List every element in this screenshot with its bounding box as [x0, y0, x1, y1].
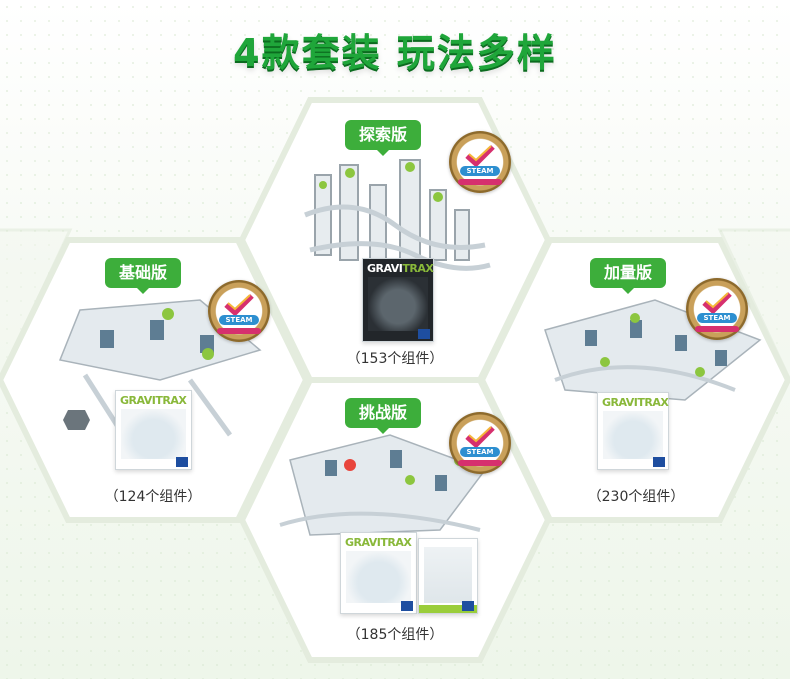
- page-title: 4款套装 玩法多样: [233, 31, 557, 75]
- steam-badge-explore: STEAM: [449, 131, 511, 193]
- marble-run-explore: [295, 155, 495, 280]
- count-extra: （230个组件）: [587, 489, 685, 505]
- steam-label: STEAM: [460, 447, 500, 457]
- box-brand-a: GRAVI: [602, 396, 638, 409]
- box-brand-a: GRAVI: [367, 262, 403, 275]
- label-explore: 探索版: [345, 120, 422, 156]
- steam-badge-basic: STEAM: [208, 280, 270, 342]
- product-box-extra: GRAVITRAX: [597, 392, 669, 470]
- steam-badge-extra: STEAM: [686, 278, 748, 340]
- box-brand-b: TRAX: [155, 394, 187, 407]
- product-box-explore: GRAVITRAX: [362, 258, 434, 342]
- box-brand-a: GRAVI: [120, 394, 156, 407]
- label-extra: 加量版: [590, 258, 667, 294]
- product-box-challenge-addon: [418, 538, 478, 614]
- checkmark-icon: [465, 426, 495, 448]
- box-brand-a: GRAVI: [345, 536, 381, 549]
- steam-badge-challenge: STEAM: [449, 412, 511, 474]
- label-challenge: 挑战版: [345, 398, 422, 434]
- steam-label: STEAM: [460, 166, 500, 176]
- box-brand-b: TRAX: [380, 536, 412, 549]
- box-brand-b: TRAX: [637, 396, 669, 409]
- product-box-challenge: GRAVITRAX: [340, 532, 417, 614]
- count-challenge: （185个组件）: [346, 627, 444, 643]
- count-explore: （153个组件）: [346, 351, 444, 367]
- count-basic: （124个组件）: [104, 489, 202, 505]
- label-basic: 基础版: [105, 258, 182, 294]
- steam-label: STEAM: [697, 313, 737, 323]
- checkmark-icon: [465, 145, 495, 167]
- steam-label: STEAM: [219, 315, 259, 325]
- box-brand-b: TRAX: [402, 262, 434, 275]
- marble-run-challenge: [270, 430, 495, 550]
- checkmark-icon: [702, 292, 732, 314]
- checkmark-icon: [224, 294, 254, 316]
- product-box-basic: GRAVITRAX: [115, 390, 192, 470]
